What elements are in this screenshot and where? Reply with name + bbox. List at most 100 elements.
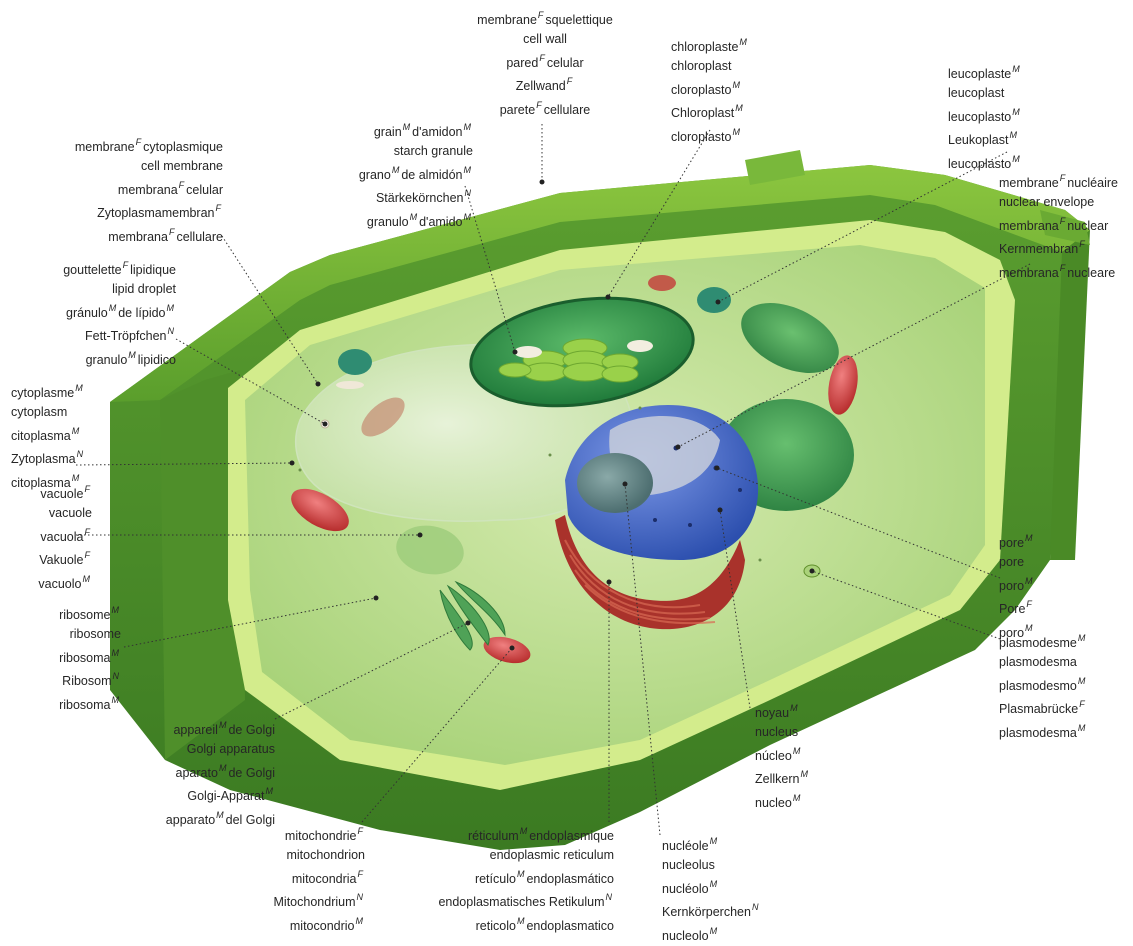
label-line: chloroplasteM [671,34,749,57]
label-line: nucléoloM [662,876,760,899]
label-line: mitochondrion [274,846,365,865]
label-line: nucléoleM [662,833,760,856]
label-line: PoreF [999,596,1035,619]
nucleolus [577,453,653,513]
label-line: membraneFsquelettique [445,7,645,30]
leader-endpoint [418,533,423,538]
label-line: ribosomaM [59,645,121,668]
label-line: cytoplasmeM [11,380,85,403]
label-line: KernkörperchenN [662,899,760,922]
leader-endpoint [607,580,612,585]
label-line: cloroplastoM [671,124,749,147]
label-line: poroM [999,573,1035,596]
label-line: poreM [999,530,1035,553]
label-line: nucleoM [755,790,810,813]
label-line: ZytoplasmamembranF [75,200,223,223]
label-line: mitocondriaF [274,866,365,889]
label-line: RibosomN [59,668,121,691]
label-line: noyauM [755,700,810,723]
label-line: cell wall [445,30,645,49]
leader-endpoint [716,300,721,305]
label-line: leucoplastoM [948,104,1022,127]
label-line: ribosomaM [59,692,121,715]
label-line: plasmodesmoM [999,673,1087,696]
label-line: chloroplast [671,57,749,76]
leader-endpoint [316,382,321,387]
label-line: plasmodesmeM [999,630,1087,653]
leader-endpoint [540,180,545,185]
starch-granule [514,346,542,358]
label-line: starch granule [359,142,473,161]
label-line: vacuolaF [38,524,92,547]
label-line: mitocondrioM [274,913,365,936]
label-line: membranaFnuclear [999,213,1118,236]
label-line: VakuoleF [38,547,92,570]
label-line: ZellwandF [445,73,645,96]
label-line: aparatoMde Golgi [166,760,275,783]
leader-endpoint [606,295,611,300]
label-line: PlasmabrückeF [999,696,1087,719]
leucoplast [697,287,731,313]
label-line: nucleoloM [662,923,760,946]
label-line: vacuoloM [38,571,92,594]
label-line: cloroplastoM [671,77,749,100]
leader-endpoint [513,350,518,355]
leader-endpoint [323,422,328,427]
leader-endpoint [676,445,681,450]
label-line: leucoplasteM [948,61,1022,84]
leader-endpoint [466,621,471,626]
leader-endpoint [718,508,723,513]
label-line: núcleoM [755,743,810,766]
label-line: reticoloMendoplasmatico [438,913,614,936]
label-line: LeukoplastM [948,127,1022,150]
label-line: ribosomeM [59,602,121,625]
leader-endpoint [290,461,295,466]
leader-endpoint [810,569,815,574]
label-line: goutteletteFlipidique [63,257,176,280]
label-line: MitochondriumN [274,889,365,912]
label-line: mitochondrieF [274,823,365,846]
label-line: cell membrane [75,157,223,176]
label-line: vacuole [38,504,92,523]
label-line: membranaFnucleare [999,260,1118,283]
label-line: Golgi apparatus [166,740,275,759]
label-line: StärkekörnchenN [359,185,473,208]
label-line: nuclear envelope [999,193,1118,212]
label-line: vacuoleF [38,481,92,504]
label-line: endoplasmic reticulum [438,846,614,865]
leader-endpoint [623,482,628,487]
leader-endpoint [374,596,379,601]
label-line: Golgi-ApparatM [166,783,275,806]
leader-endpoint [715,466,720,471]
label-line: lipid droplet [63,280,176,299]
label-line: KernmembranF [999,236,1118,259]
label-line: endoplasmatisches RetikulumN [438,889,614,912]
label-line: plasmodesma [999,653,1087,672]
label-line: Fett-TröpfchenN [63,323,176,346]
